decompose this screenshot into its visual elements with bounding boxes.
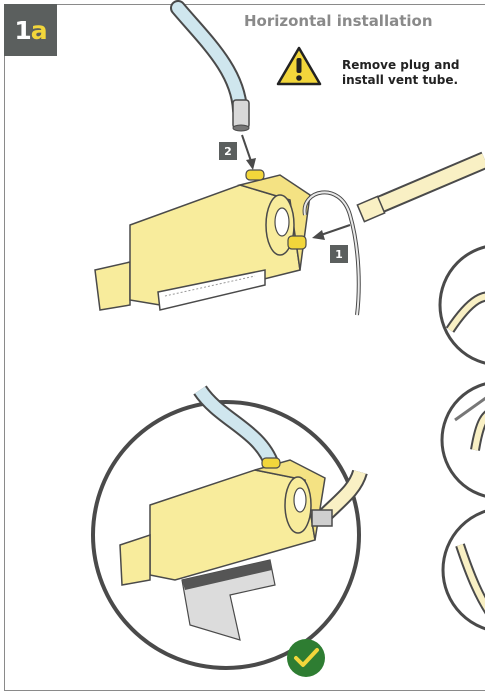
vent-tube-right [356, 151, 485, 223]
callout-1: 1 [330, 245, 348, 263]
warning-text: Remove plug and install vent tube. [342, 58, 460, 88]
filter-housing-main [94, 169, 311, 311]
warning-line-2: install vent tube. [342, 73, 459, 87]
vent-tube-top [170, 0, 250, 132]
page-frame [4, 4, 485, 691]
detail-circle-installed [91, 385, 368, 670]
arrow-2 [241, 134, 256, 170]
page-title: Horizontal installation [244, 12, 433, 30]
check-icon [287, 639, 325, 677]
warning-triangle-icon [276, 46, 322, 86]
step-letter: a [30, 15, 48, 45]
arrow-1 [312, 224, 351, 240]
warning-line-1: Remove plug and [342, 58, 460, 72]
detail-circles-right [438, 245, 485, 631]
callout-2: 2 [219, 142, 237, 160]
step-number: 1 [14, 15, 31, 45]
